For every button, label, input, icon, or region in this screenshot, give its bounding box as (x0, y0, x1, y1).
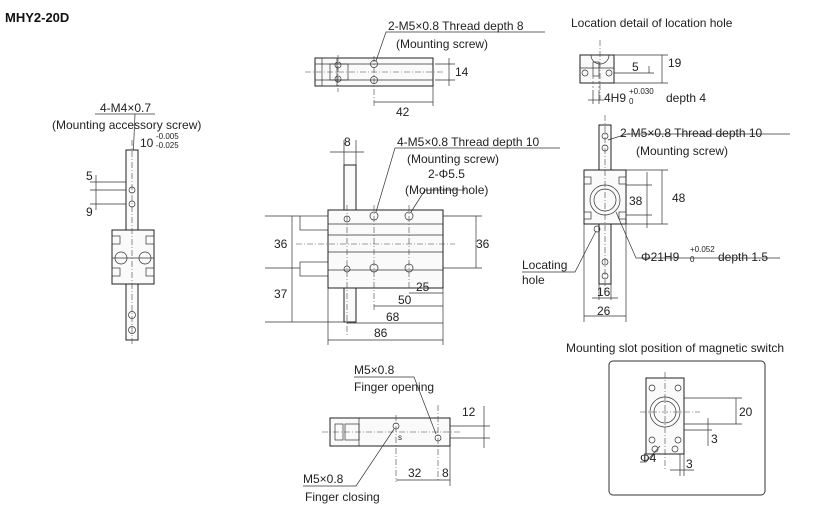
dim-3-bottom: 3 (686, 457, 693, 471)
hole-note: 2-Φ5.5 (428, 167, 465, 181)
dim-16: 16 (597, 285, 611, 299)
tol-lower: -0.025 (156, 141, 179, 150)
dim-12: 12 (462, 405, 476, 419)
dim-8: 8 (442, 466, 449, 480)
thread-note: 2-M5×0.8 Thread depth 8 (388, 19, 524, 33)
hole-spec: 4H9 (604, 91, 626, 105)
detail-frame (608, 360, 766, 496)
accessory-screw-spec: 4-M4×0.7 (100, 101, 151, 115)
screw-note: (Mounting screw) (636, 144, 728, 158)
screw-note: (Mounting screw) (396, 37, 488, 51)
accessory-screw-desc: (Mounting accessory screw) (52, 118, 201, 132)
hole-desc: (Mounting hole) (405, 183, 488, 197)
left-view: 4-M4×0.7 (Mounting accessory screw) 10 -… (52, 101, 201, 345)
depth-note: depth 1.5 (718, 250, 768, 264)
dim-8: 8 (344, 135, 351, 149)
dim-48: 48 (672, 191, 686, 205)
dim-50: 50 (398, 293, 412, 307)
tol-upper: -0.005 (156, 132, 179, 141)
thread-note: 2-M5×0.8 Thread depth 10 (620, 126, 763, 140)
opening-label: Finger opening (354, 380, 434, 394)
dim-68: 68 (386, 310, 400, 324)
dim-86: 86 (374, 326, 388, 340)
top-view: 2-M5×0.8 Thread depth 8 (Mounting screw)… (305, 19, 545, 119)
dim-32: 32 (408, 466, 422, 480)
dim-38: 38 (629, 194, 643, 208)
tol-lower: 0 (690, 255, 695, 264)
bottom-view: s M5×0.8 Finger opening M5×0.8 Finger cl… (303, 363, 490, 504)
switch-heading: Mounting slot position of magnetic switc… (566, 341, 784, 355)
dim-37: 37 (274, 287, 288, 301)
side-view: 2-M5×0.8 Thread depth 10 (Mounting screw… (522, 115, 790, 322)
thread-note: 4-M5×0.8 Thread depth 10 (397, 135, 540, 149)
closing-thread: M5×0.8 (303, 472, 344, 486)
location-heading: Location detail of location hole (571, 16, 733, 30)
tol-upper: +0.030 (629, 87, 654, 96)
dim-5: 5 (86, 169, 93, 183)
dim-10: 10 (140, 136, 154, 150)
tol-upper: +0.052 (690, 245, 715, 254)
dim-phi4: Φ4 (640, 451, 657, 465)
dim-42: 42 (396, 105, 410, 119)
model-title: MHY2-20D (5, 10, 69, 25)
dim-5: 5 (632, 60, 639, 74)
dim-36-right: 36 (476, 237, 490, 251)
dim-25: 25 (416, 280, 430, 294)
dim-9: 9 (86, 205, 93, 219)
dim-36-left: 36 (274, 237, 288, 251)
dim-3-right: 3 (711, 432, 718, 446)
hole-label: hole (522, 273, 545, 287)
opening-thread: M5×0.8 (354, 363, 395, 377)
screw-note: (Mounting screw) (407, 152, 499, 166)
closing-label: Finger closing (305, 490, 380, 504)
bore-spec: Φ21H9 (641, 250, 680, 264)
front-view: 8 4-M5×0.8 Thread depth 10 (Mounting scr… (265, 135, 560, 345)
mark-s: s (398, 433, 402, 442)
locating-hole (593, 225, 601, 233)
dim-14: 14 (455, 65, 469, 79)
locating-label: Locating (522, 258, 567, 272)
dim-19: 19 (668, 56, 682, 70)
depth-note: depth 4 (666, 91, 706, 105)
dim-20: 20 (739, 405, 753, 419)
switch-slot-detail: Mounting slot position of magnetic switc… (566, 341, 784, 496)
tol-lower: 0 (629, 97, 634, 106)
location-detail: Location detail of location hole 19 5 4H… (571, 16, 733, 106)
dim-26: 26 (597, 304, 611, 318)
